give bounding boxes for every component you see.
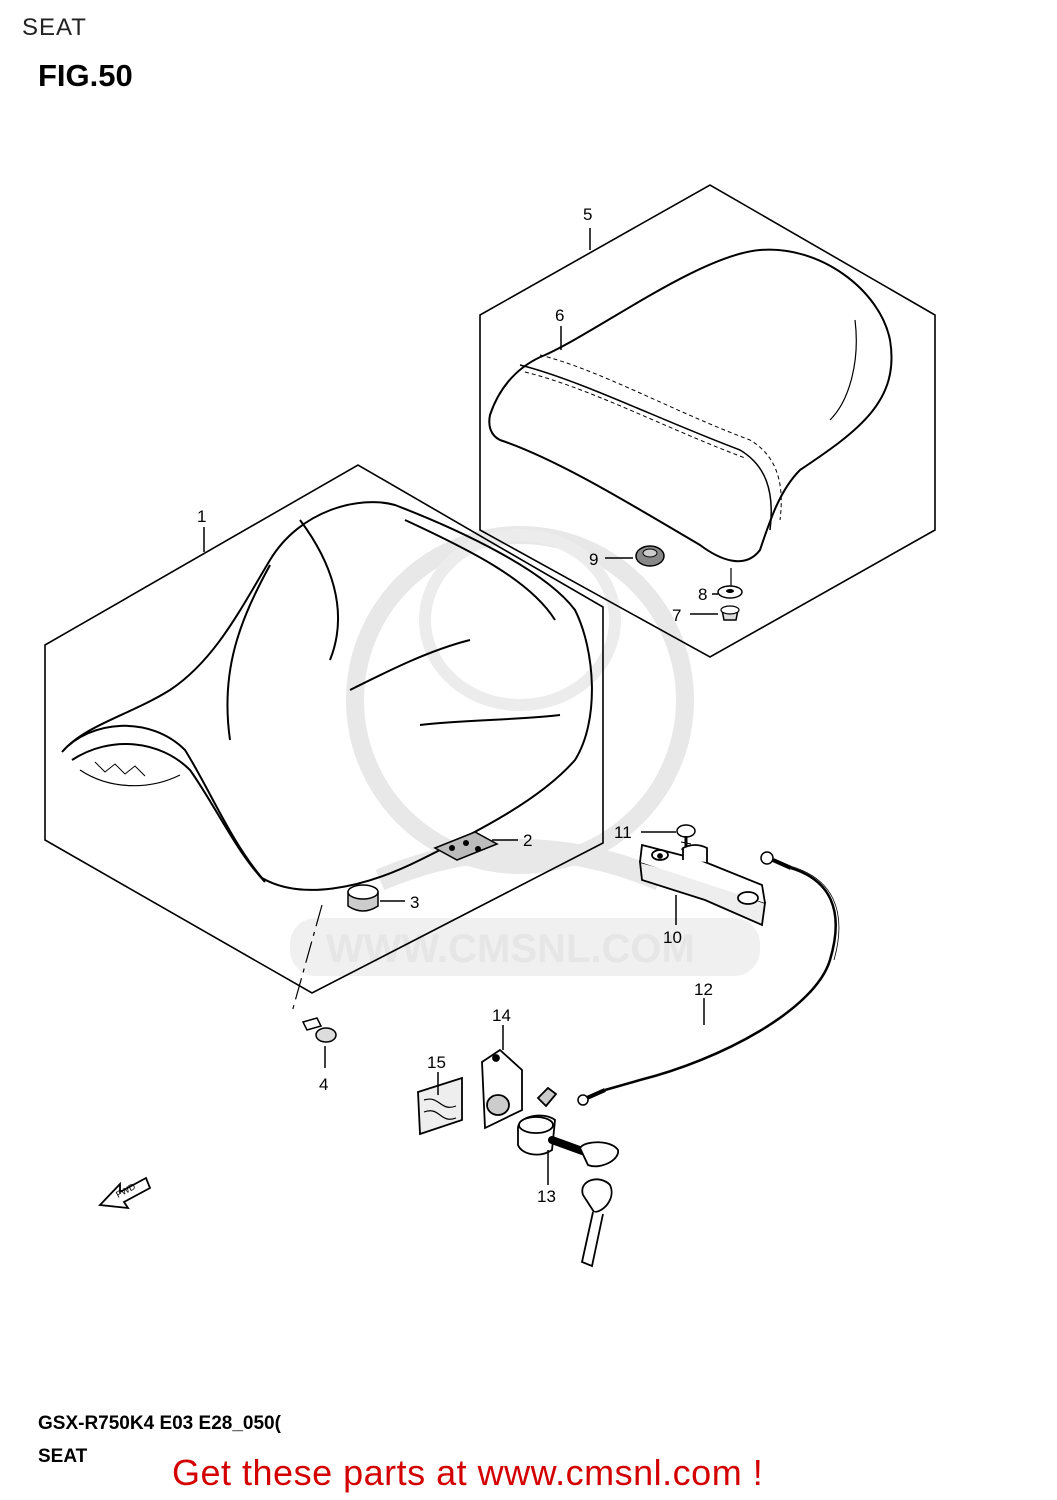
part-2-pad — [433, 831, 499, 861]
cta-link[interactable]: Get these parts at www.cmsnl.com ! — [172, 1452, 764, 1493]
part-12-cable — [577, 851, 840, 1106]
part-7-nut — [720, 605, 740, 621]
callout-13: 13 — [537, 1187, 556, 1206]
rider-seat — [61, 501, 593, 891]
part-15-clip — [417, 1076, 463, 1136]
part-14-bracket — [481, 1048, 523, 1130]
watermark-text: WWW.CMSNL.COM — [326, 927, 695, 971]
callout-15: 15 — [427, 1053, 446, 1072]
callout-10: 10 — [663, 928, 682, 947]
callout-5: 5 — [583, 205, 592, 224]
callout-7: 7 — [672, 606, 681, 625]
part-8-washer — [717, 585, 743, 599]
part-4-bolt — [301, 1017, 337, 1043]
callout-14: 14 — [492, 1006, 511, 1025]
part-13-lock-and-keys — [517, 1086, 619, 1268]
callout-6: 6 — [555, 306, 564, 325]
callout-12: 12 — [694, 980, 713, 999]
callout-9: 9 — [589, 550, 598, 569]
cms-watermark: WWW.CMSNL.COM — [290, 526, 760, 976]
part-3-cushion — [347, 884, 379, 912]
footer-section-title: SEAT — [38, 1446, 88, 1467]
callout-4: 4 — [319, 1075, 328, 1094]
part-10-latch — [638, 843, 766, 927]
pillion-seat — [488, 248, 893, 563]
model-code: GSX-R750K4 E03 E28_050( — [38, 1413, 281, 1434]
forward-direction-arrow: FWD — [98, 1176, 152, 1210]
callout-2: 2 — [523, 831, 532, 850]
callout-8: 8 — [698, 585, 707, 604]
figure-label: FIG.50 — [38, 58, 133, 93]
part-9-damper — [635, 545, 665, 567]
seat-group-outline — [44, 464, 604, 994]
page-header-title: SEAT — [22, 14, 87, 41]
callout-1: 1 — [197, 507, 206, 526]
pillion-group-outline — [479, 184, 936, 658]
callout-11: 11 — [614, 823, 632, 842]
callout-3: 3 — [410, 893, 419, 912]
